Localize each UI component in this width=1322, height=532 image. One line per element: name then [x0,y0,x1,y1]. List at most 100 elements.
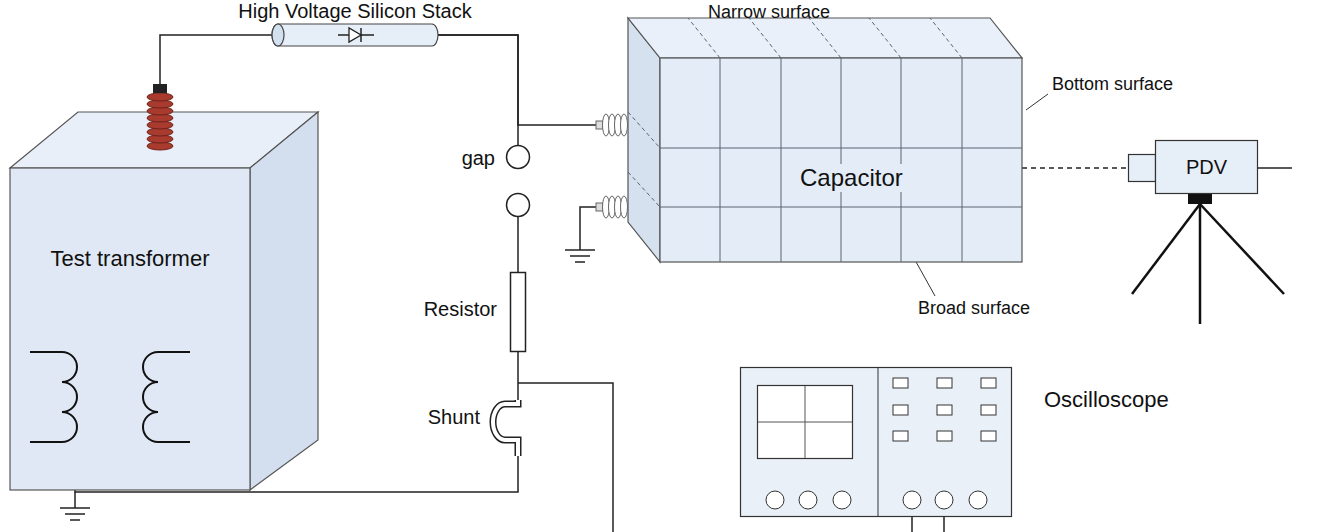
surface-label: Narrow surface [708,2,830,23]
resistor-shape-part [511,273,526,352]
oscilloscope-shape-part-part [969,491,987,509]
shunt-shape [490,400,526,456]
test-transformer-shape-part [250,112,318,490]
capacitor-shape-part-part [869,18,901,58]
oscilloscope-shape-part-part [799,491,817,509]
test-transformer-shape-part [30,352,190,442]
test-transformer-shape-part-part [143,352,190,442]
wire [518,217,519,272]
oscilloscope-shape-part-part [833,491,851,509]
capacitor-shape-part [628,18,660,262]
wire-part [438,35,596,125]
capacitor-shape-part-part [962,58,963,262]
oscilloscope-shape-part-part [937,431,952,441]
wire [160,35,272,84]
wire-part [517,352,519,400]
resistor: Resistor [509,272,527,352]
capacitor-shape-part [628,18,1022,58]
node-label: Capacitor [796,164,907,192]
test-transformer-shape-part-part [147,93,173,101]
capacitor-shape-part [628,18,962,207]
silicon-stack: High Voltage Silicon Stack [272,24,438,46]
resistor-shape [509,272,527,352]
node-label: Oscilloscope [1044,387,1169,412]
node-label: High Voltage Silicon Stack [238,0,471,24]
wire [518,352,519,400]
node-label: Shunt [428,406,480,429]
shunt: Shunt [490,400,526,456]
test-transformer-shape-part [153,84,167,93]
tripod [1132,194,1284,324]
capacitor-shape-part-part [930,18,962,58]
spark-gap-shape-part [507,194,530,217]
oscilloscope-shape-part-part [981,405,996,415]
capacitor-shape-part [660,58,1022,262]
capacitor-shape-part-part [749,18,781,58]
ground-symbol-part [575,261,585,263]
surface-label: Bottom surface [1052,74,1173,95]
silicon-stack-shape-part [349,28,361,42]
oscilloscope-shape-part-part [981,378,996,388]
shunt-shape-part [493,400,518,456]
silicon-stack-shape-part [272,24,284,46]
wire-part [74,492,76,508]
wire-part [1258,167,1292,169]
wire-part [160,35,272,84]
wire-part [518,383,613,532]
surface-label: Broad surface [918,298,1030,319]
test-transformer: Test transformer [10,84,318,490]
capacitor-shape-part-part [621,196,628,218]
wire-part [580,207,596,250]
wire [438,35,518,145]
wire [438,35,596,125]
oscilloscope-shape-part-part [981,431,996,441]
oscilloscope-shape-part-part [893,405,908,415]
node-label: Test transformer [10,244,250,274]
capacitor-shape-part-part [841,58,842,262]
wire-part [517,217,519,272]
tripod-part [1188,194,1212,204]
oscilloscope-shape [740,367,1012,517]
capacitor-shape-part-part [596,203,603,211]
ground-symbol-part [70,519,80,521]
oscilloscope-shape-part-part [937,405,952,415]
laser-beam [1022,168,1128,169]
silicon-stack-shape-part [272,24,438,46]
test-transformer-shape-part [10,168,250,490]
capacitor-shape-part-part [621,114,628,136]
wire-part [438,35,518,145]
oscilloscope-shape-part-part [903,491,921,509]
pdv-probe-shape-part [1129,155,1156,182]
tripod-part [1200,204,1284,294]
capacitor-shape-part-part [628,112,660,148]
ground-symbol-part [60,507,90,509]
capacitor-shape-part-part [901,58,902,262]
oscilloscope-shape-part-part [937,378,952,388]
oscilloscope-shape-part-part [766,491,784,509]
capacitor-shape-part-part [809,18,841,58]
shunt-shape-part [493,400,518,456]
capacitor-shape-part [660,58,1022,262]
node-label: Resistor [424,298,497,321]
capacitor-shape-part-part [660,148,1022,149]
leader-line-part [1026,94,1048,110]
oscilloscope: Oscilloscope [740,367,1012,517]
oscilloscope-shape-part-part [893,378,908,388]
spark-gap: gap [505,145,531,217]
node-label: PDV [1155,140,1258,194]
test-transformer-shape-part-part [30,352,77,442]
tripod-part [1199,204,1202,324]
capacitor-shape-part-part [628,172,660,207]
oscilloscope-shape-part [878,368,879,516]
ground-symbol-part [65,513,85,515]
capacitor-shape-part-part [720,58,721,262]
capacitor: Capacitor [596,18,1022,262]
pdv-probe-shape-part [1156,141,1258,194]
test-transformer-shape-part [147,93,173,150]
capacitor-shape-part-part [660,207,1022,208]
oscilloscope-shape-part-part [893,431,908,441]
oscilloscope-shape-part [758,422,852,423]
ground-symbol-part [570,255,590,257]
test-transformer-shape [10,84,318,490]
